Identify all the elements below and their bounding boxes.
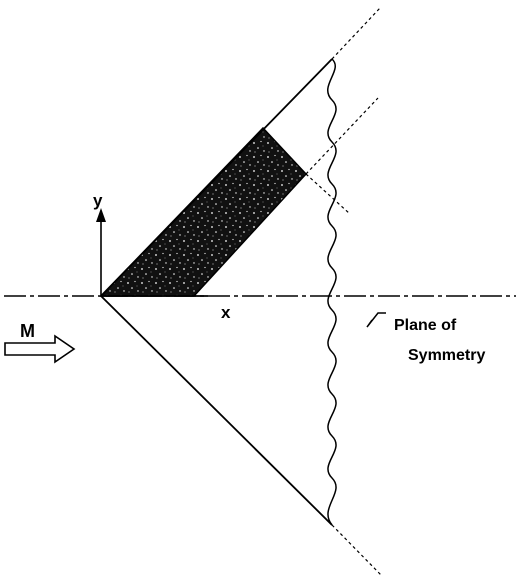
flow-label: M xyxy=(20,321,35,341)
strip-inner-extension xyxy=(305,97,379,175)
strip-edge-extension xyxy=(305,173,351,215)
hollow-right-arrow-icon xyxy=(4,334,76,364)
plane-label-line1: Plane of xyxy=(394,317,457,334)
wavy-cut-line xyxy=(326,58,337,526)
upper-edge-extension xyxy=(331,7,381,60)
plane-label-line2: Symmetry xyxy=(408,347,485,364)
y-axis-arrowhead xyxy=(96,208,106,222)
upper-leading-edge xyxy=(100,58,333,297)
x-axis-label: x xyxy=(221,303,231,322)
lower-edge-extension xyxy=(331,524,383,577)
lower-leading-edge xyxy=(100,295,333,526)
plane-label-leader xyxy=(366,312,386,328)
y-axis-label: y xyxy=(93,191,103,210)
shaded-strip xyxy=(99,126,308,297)
